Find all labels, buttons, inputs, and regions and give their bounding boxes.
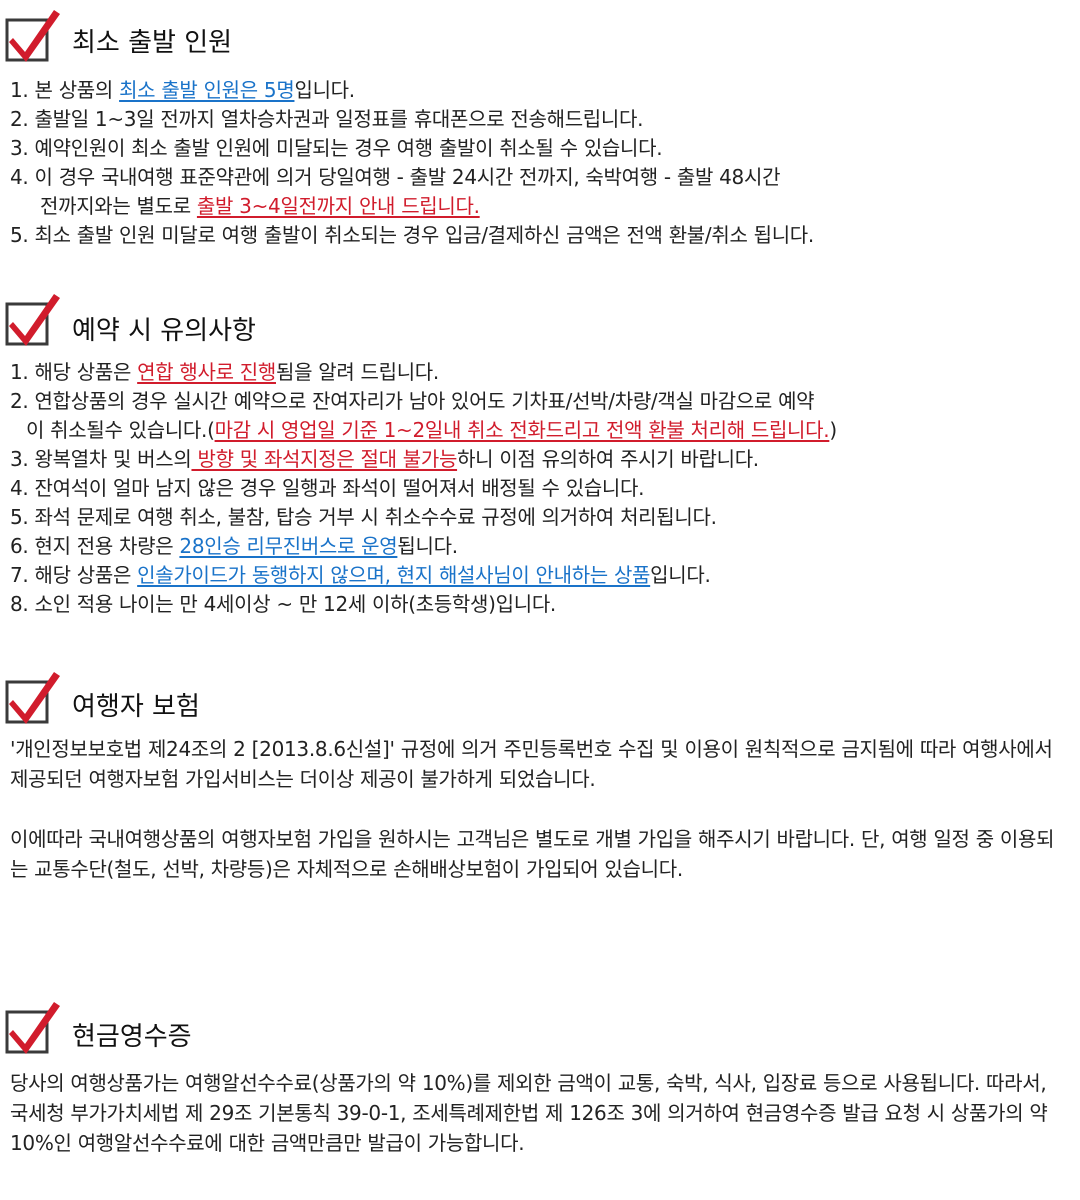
- list-item: 3. 왕복열차 및 버스의 방향 및 좌석지정은 절대 불가능하니 이점 유의하…: [10, 447, 759, 471]
- highlight-text: 인솔가이드가 동행하지 않으며, 현지 해설사님이 안내하는 상품: [137, 563, 651, 587]
- list-item: 4. 잔여석이 얼마 남지 않은 경우 일행과 좌석이 떨어져서 배정될 수 있…: [10, 476, 645, 500]
- list-item: 1. 본 상품의 최소 출발 인원은 5명입니다.: [10, 78, 355, 102]
- section-title: 예약 시 유의사항: [72, 316, 256, 346]
- checkbox-checked-icon: [5, 672, 60, 724]
- list-item: 7. 해당 상품은 인솔가이드가 동행하지 않으며, 현지 해설사님이 안내하는…: [10, 563, 711, 587]
- list-item: 5. 최소 출발 인원 미달로 여행 출발이 취소되는 경우 입금/결제하신 금…: [10, 223, 814, 247]
- checkbox-checked-icon: [5, 294, 60, 346]
- list-item: 3. 예약인원이 최소 출발 인원에 미달되는 경우 여행 출발이 취소될 수 …: [10, 136, 663, 160]
- section-cash-receipt: 현금영수증 당사의 여행상품가는 여행알선수수료(상품가의 약 10%)를 제외…: [0, 998, 1080, 1158]
- emphasis-text: 출발 3~4일전까지 안내 드립니다.: [196, 194, 480, 218]
- list-item: 6. 현지 전용 차량은 28인승 리무진버스로 운영됩니다.: [10, 534, 458, 558]
- checkbox-checked-icon: [5, 1002, 60, 1054]
- highlight-text: 28인승 리무진버스로 운영: [179, 534, 398, 558]
- section-booking-notes: 예약 시 유의사항 1. 해당 상품은 연합 행사로 진행됨을 알려 드립니다.…: [0, 290, 1080, 619]
- section-header: 여행자 보험: [0, 668, 1080, 728]
- cash-receipt-paragraph: 당사의 여행상품가는 여행알선수수료(상품가의 약 10%)를 제외한 금액이 …: [10, 1071, 1048, 1155]
- list-item: 2. 연합상품의 경우 실시간 예약으로 잔여자리가 남아 있어도 기차표/선박…: [10, 389, 837, 442]
- emphasis-text: 연합 행사로 진행: [137, 360, 276, 384]
- section-header: 최소 출발 인원: [0, 6, 1080, 66]
- list-item: 2. 출발일 1~3일 전까지 열차승차권과 일정표를 휴대폰으로 전송해드립니…: [10, 107, 644, 131]
- section-title: 여행자 보험: [72, 692, 200, 722]
- checkbox-checked-icon: [5, 10, 60, 62]
- emphasis-text: 방향 및 좌석지정은 절대 불가능: [191, 447, 458, 471]
- list-item: 8. 소인 적용 나이는 만 4세이상 ~ 만 12세 이하(초등학생)입니다.: [10, 592, 556, 616]
- list-item: 5. 좌석 문제로 여행 취소, 불참, 탑승 거부 시 취소수수료 규정에 의…: [10, 505, 717, 529]
- min-departure-list: 1. 본 상품의 최소 출발 인원은 5명입니다. 2. 출발일 1~3일 전까…: [0, 76, 1080, 250]
- section-min-departure: 최소 출발 인원 1. 본 상품의 최소 출발 인원은 5명입니다. 2. 출발…: [0, 6, 1080, 250]
- insurance-paragraph-1: '개인정보보호법 제24조의 2 [2013.8.6신설]' 규정에 의거 주민…: [10, 737, 1053, 791]
- list-item: 4. 이 경우 국내여행 표준약관에 의거 당일여행 - 출발 24시간 전까지…: [10, 165, 781, 218]
- list-item: 1. 해당 상품은 연합 행사로 진행됨을 알려 드립니다.: [10, 360, 439, 384]
- section-title: 현금영수증: [72, 1022, 192, 1052]
- section-header: 예약 시 유의사항: [0, 290, 1080, 350]
- section-header: 현금영수증: [0, 998, 1080, 1058]
- booking-notes-list: 1. 해당 상품은 연합 행사로 진행됨을 알려 드립니다. 2. 연합상품의 …: [0, 358, 1080, 619]
- section-travel-insurance: 여행자 보험 '개인정보보호법 제24조의 2 [2013.8.6신설]' 규정…: [0, 668, 1080, 884]
- emphasis-text: 마감 시 영업일 기준 1~2일내 취소 전화드리고 전액 환불 처리해 드립니…: [214, 418, 830, 442]
- section-title: 최소 출발 인원: [72, 28, 233, 58]
- highlight-text: 최소 출발 인원은 5명: [119, 78, 295, 102]
- insurance-paragraph-2: 이에따라 국내여행상품의 여행자보험 가입을 원하시는 고객님은 별도로 개별 …: [10, 827, 1055, 881]
